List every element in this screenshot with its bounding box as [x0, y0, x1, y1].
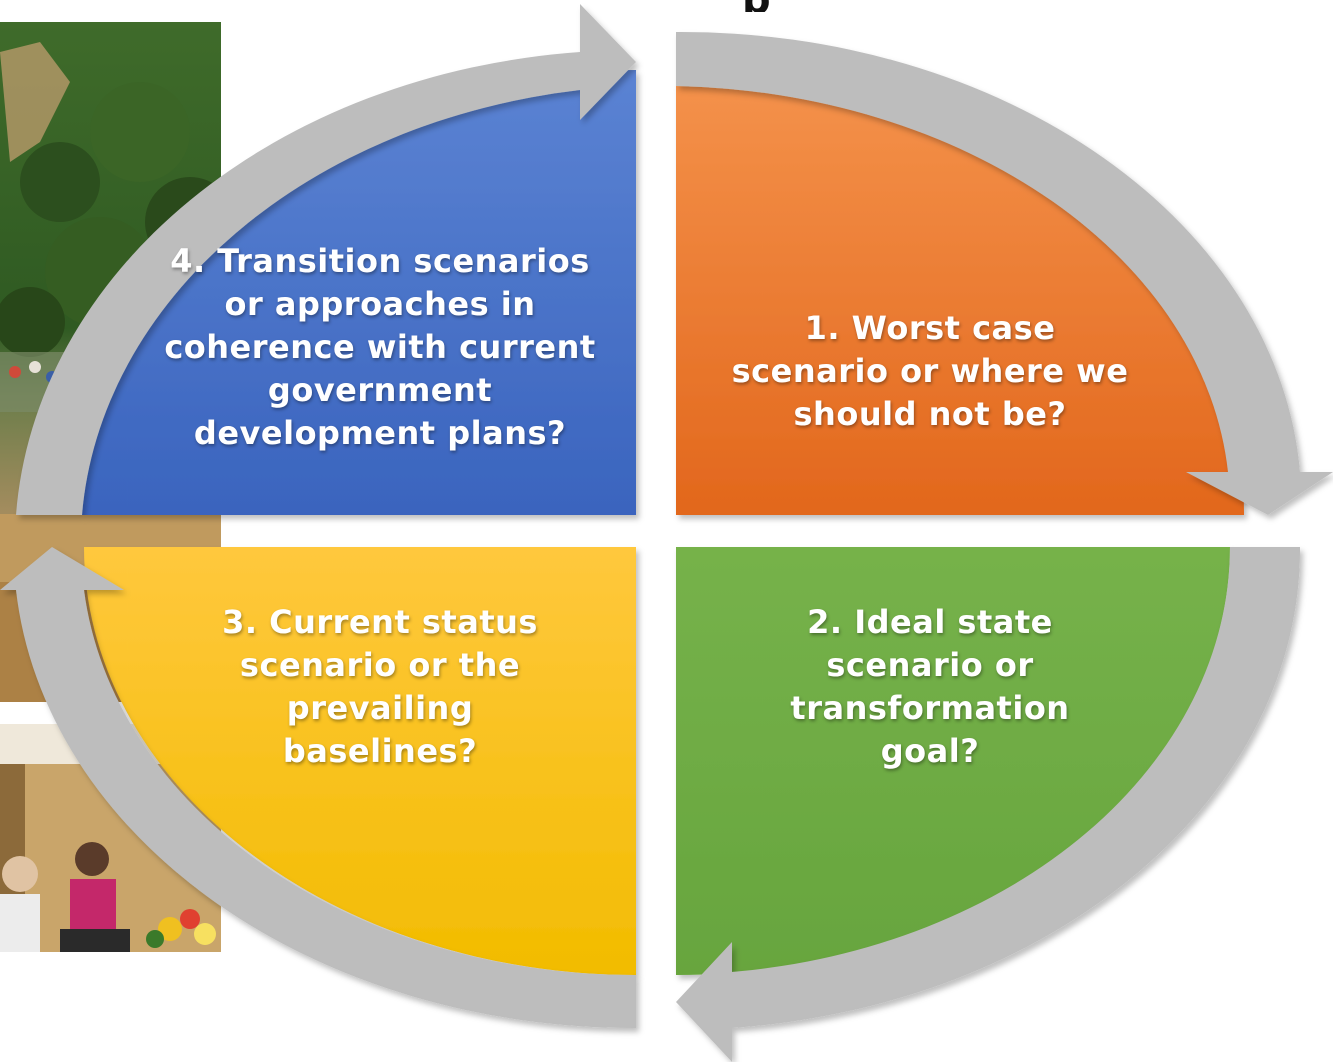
quadrant-3-current-status [84, 547, 636, 975]
quadrant-2-ideal-state [676, 547, 1230, 975]
title-fragment: p [742, 0, 771, 12]
arrow-bottom-right [676, 547, 1301, 1062]
arrow-top-left [16, 4, 636, 515]
quadrant-3-label: 3. Current status scenario or the prevai… [222, 603, 538, 770]
arrow-bottom-left [0, 547, 636, 1029]
quadrant-4-transition [82, 70, 636, 515]
arrow-top-right [676, 31, 1333, 516]
quadrant-1-worst-case [676, 86, 1245, 515]
quadrant-2-label: 2. Ideal state scenario or transformatio… [790, 603, 1070, 770]
quadrant-1-label: 1. Worst case scenario or where we shoul… [731, 309, 1129, 433]
quadrant-4-label: 4. Transition scenarios or approaches in… [164, 242, 596, 452]
